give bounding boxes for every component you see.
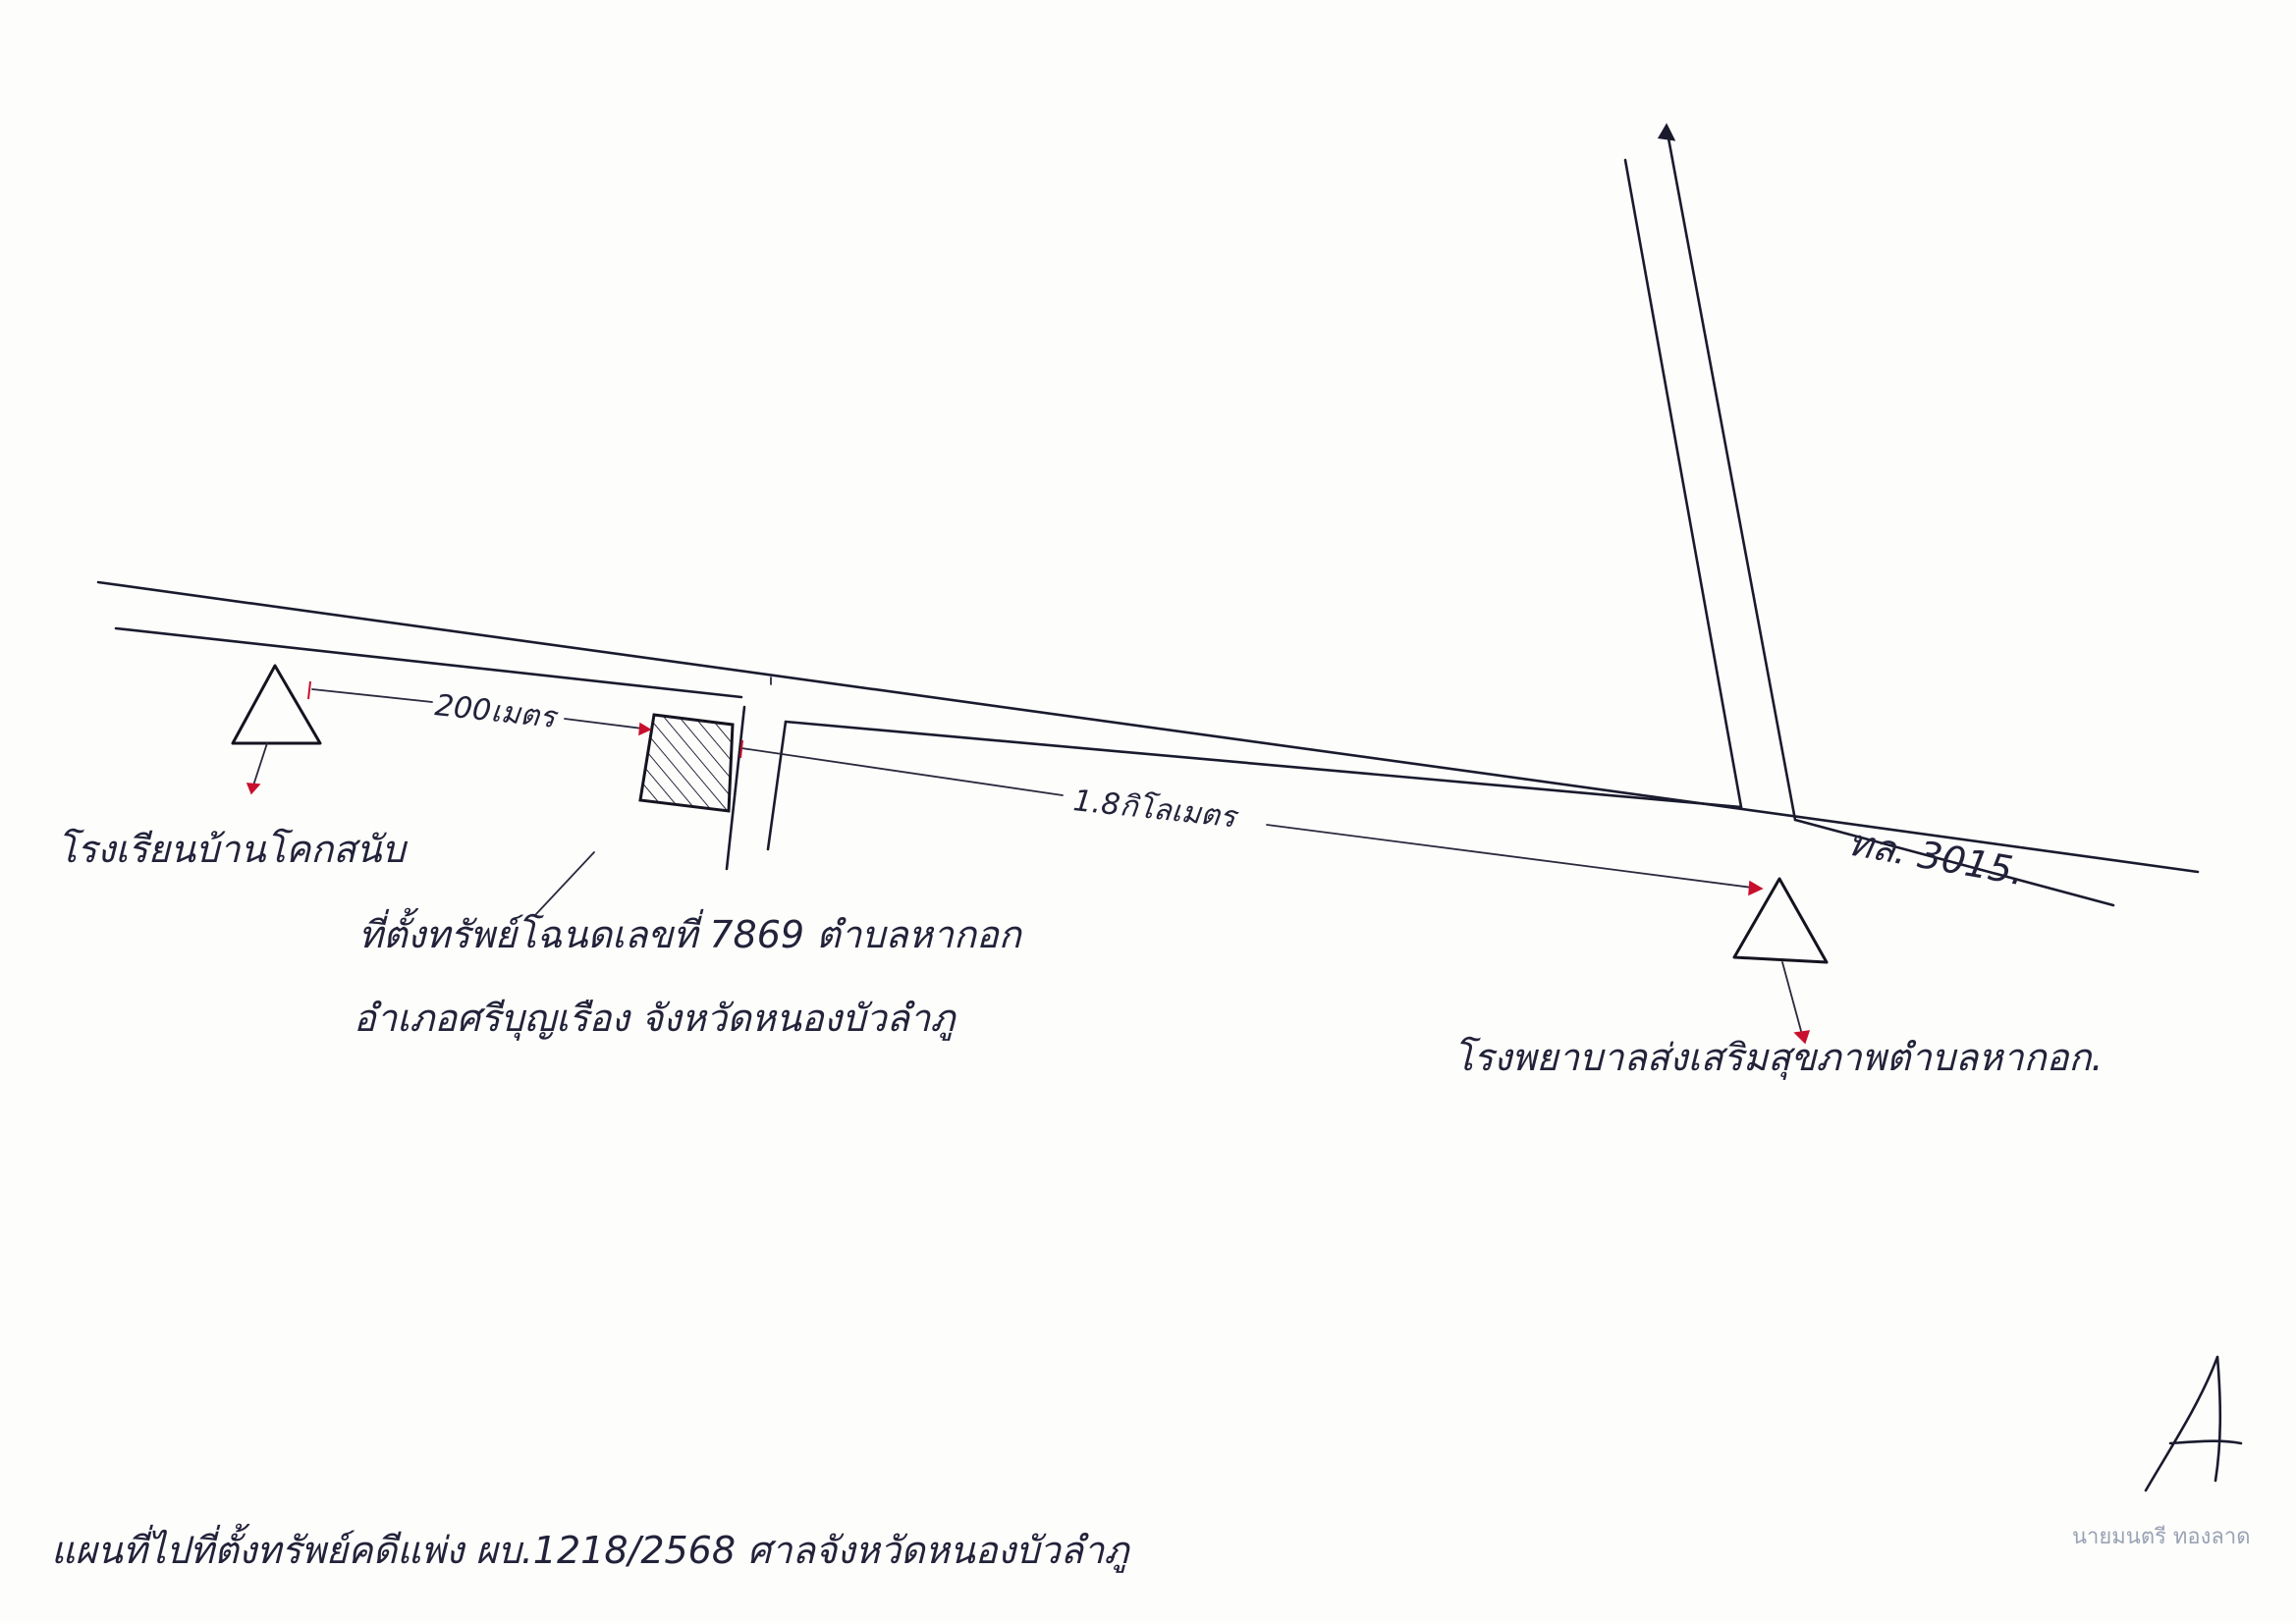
signature-mark <box>2144 1355 2243 1492</box>
property-label-line1: ที่ตั้งทรัพย์โฉนดเลขที่ 7869 ตำบลหากอก <box>358 907 1023 956</box>
hospital-label: โรงพยาบาลส่งเสริมสุขภาพตำบลหากอก. <box>1453 1036 2104 1080</box>
hospital-landmark-icon <box>1732 877 1829 1045</box>
property-pointer <box>534 851 595 916</box>
side-road <box>725 676 788 871</box>
main-road <box>96 580 2200 907</box>
road-code-label: ทล. 3015. <box>1844 821 2027 894</box>
school-landmark-icon <box>231 664 322 795</box>
distance-label-school: 200เมตร <box>433 688 561 735</box>
distance-arrow-school <box>307 680 652 736</box>
north-road <box>1623 123 1797 822</box>
property-label-line2: อำเภอศรีบุญเรือง จังหวัดหนองบัวลำภู <box>354 997 957 1041</box>
distance-label-hospital: 1.8กิโลเมตร <box>1071 783 1241 836</box>
footer-caption: แผนที่ไปที่ตั้งทรัพย์คดีแพ่ง ผบ.1218/256… <box>51 1523 1131 1573</box>
stamp-text: นายมนตรี ทองลาด <box>2072 1525 2251 1549</box>
school-label: โรงเรียนบ้านโคกสนับ <box>57 828 408 871</box>
property-parcel <box>638 713 735 813</box>
distance-arrow-hospital <box>739 739 1764 896</box>
